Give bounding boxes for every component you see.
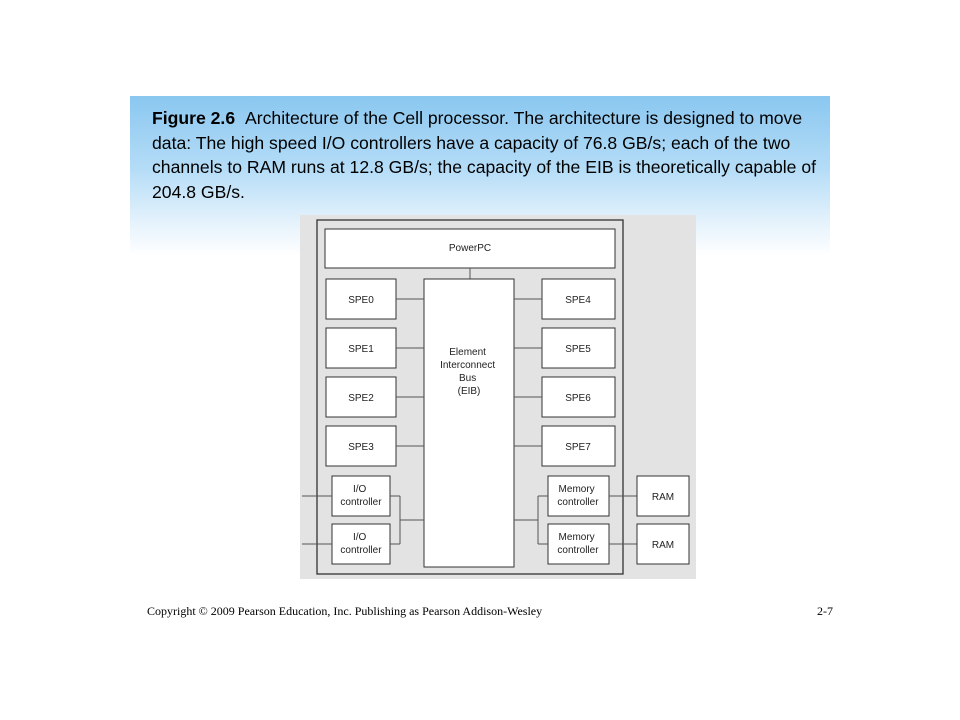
- figure-caption: Figure 2.6 Architecture of the Cell proc…: [152, 106, 824, 204]
- spe-label: SPE7: [565, 442, 591, 453]
- spe-box: [541, 425, 616, 467]
- io-controller-label-line: I/O: [353, 484, 367, 495]
- ram-group: RAM RAM: [636, 475, 690, 565]
- spe-box: [541, 278, 616, 320]
- eib-label-line: Bus: [459, 373, 476, 384]
- eib-box: [423, 278, 515, 568]
- io-controller-box: [331, 475, 391, 517]
- powerpc-box: [324, 228, 616, 269]
- spe-right-group: SPE4 SPE5 SPE6 SPE7: [514, 278, 616, 467]
- cell-architecture-diagram: PowerPC Element Interconnect Bus (EIB) S…: [300, 215, 696, 579]
- memory-controller-label-line: Memory: [559, 532, 595, 543]
- spe-box: [541, 376, 616, 418]
- ram-label: RAM: [652, 492, 674, 503]
- ram-label: RAM: [652, 540, 674, 551]
- ram-box: [636, 475, 690, 517]
- memory-controller-group: Memory controller Memory controller: [514, 475, 637, 565]
- eib-label: Element Interconnect Bus (EIB): [440, 347, 498, 397]
- io-controller-label-line: controller: [340, 497, 382, 508]
- ram-box: [636, 523, 690, 565]
- eib-label-line: (EIB): [458, 386, 481, 397]
- spe-label: SPE1: [348, 344, 374, 355]
- spe-label: SPE2: [348, 393, 374, 404]
- spe-left-group: SPE0 SPE1 SPE2 SPE3: [325, 278, 424, 467]
- memory-controller-label: Memory controller: [557, 484, 599, 508]
- figure-label: Figure 2.6: [152, 108, 236, 128]
- eib-label-line: Interconnect: [440, 360, 495, 371]
- spe-box: [541, 327, 616, 369]
- io-controller-label-line: controller: [340, 545, 382, 556]
- memory-controller-box: [547, 523, 610, 565]
- memory-controller-label-line: controller: [557, 497, 599, 508]
- spe-label: SPE5: [565, 344, 591, 355]
- spe-label: SPE6: [565, 393, 591, 404]
- slide-number: 2-7: [817, 604, 833, 618]
- io-controller-label: I/O controller: [340, 484, 382, 508]
- spe-label: SPE0: [348, 295, 374, 306]
- spe-label: SPE3: [348, 442, 374, 453]
- memory-controller-label: Memory controller: [557, 532, 599, 556]
- chip-outline: [316, 219, 624, 575]
- memory-controller-label-line: Memory: [559, 484, 595, 495]
- io-controller-group: I/O controller I/O controller: [302, 475, 424, 565]
- powerpc-label: PowerPC: [449, 243, 491, 254]
- spe-label: SPE4: [565, 295, 591, 306]
- io-controller-label: I/O controller: [340, 532, 382, 556]
- memory-controller-box: [547, 475, 610, 517]
- io-controller-label-line: I/O: [353, 532, 367, 543]
- io-controller-box: [331, 523, 391, 565]
- memory-controller-label-line: controller: [557, 545, 599, 556]
- eib-label-line: Element: [449, 347, 486, 358]
- diagram-svg: PowerPC Element Interconnect Bus (EIB) S…: [300, 215, 696, 579]
- copyright-notice: Copyright © 2009 Pearson Education, Inc.…: [147, 604, 543, 618]
- caption-text: Architecture of the Cell processor. The …: [152, 108, 817, 202]
- spe-box: [325, 425, 397, 467]
